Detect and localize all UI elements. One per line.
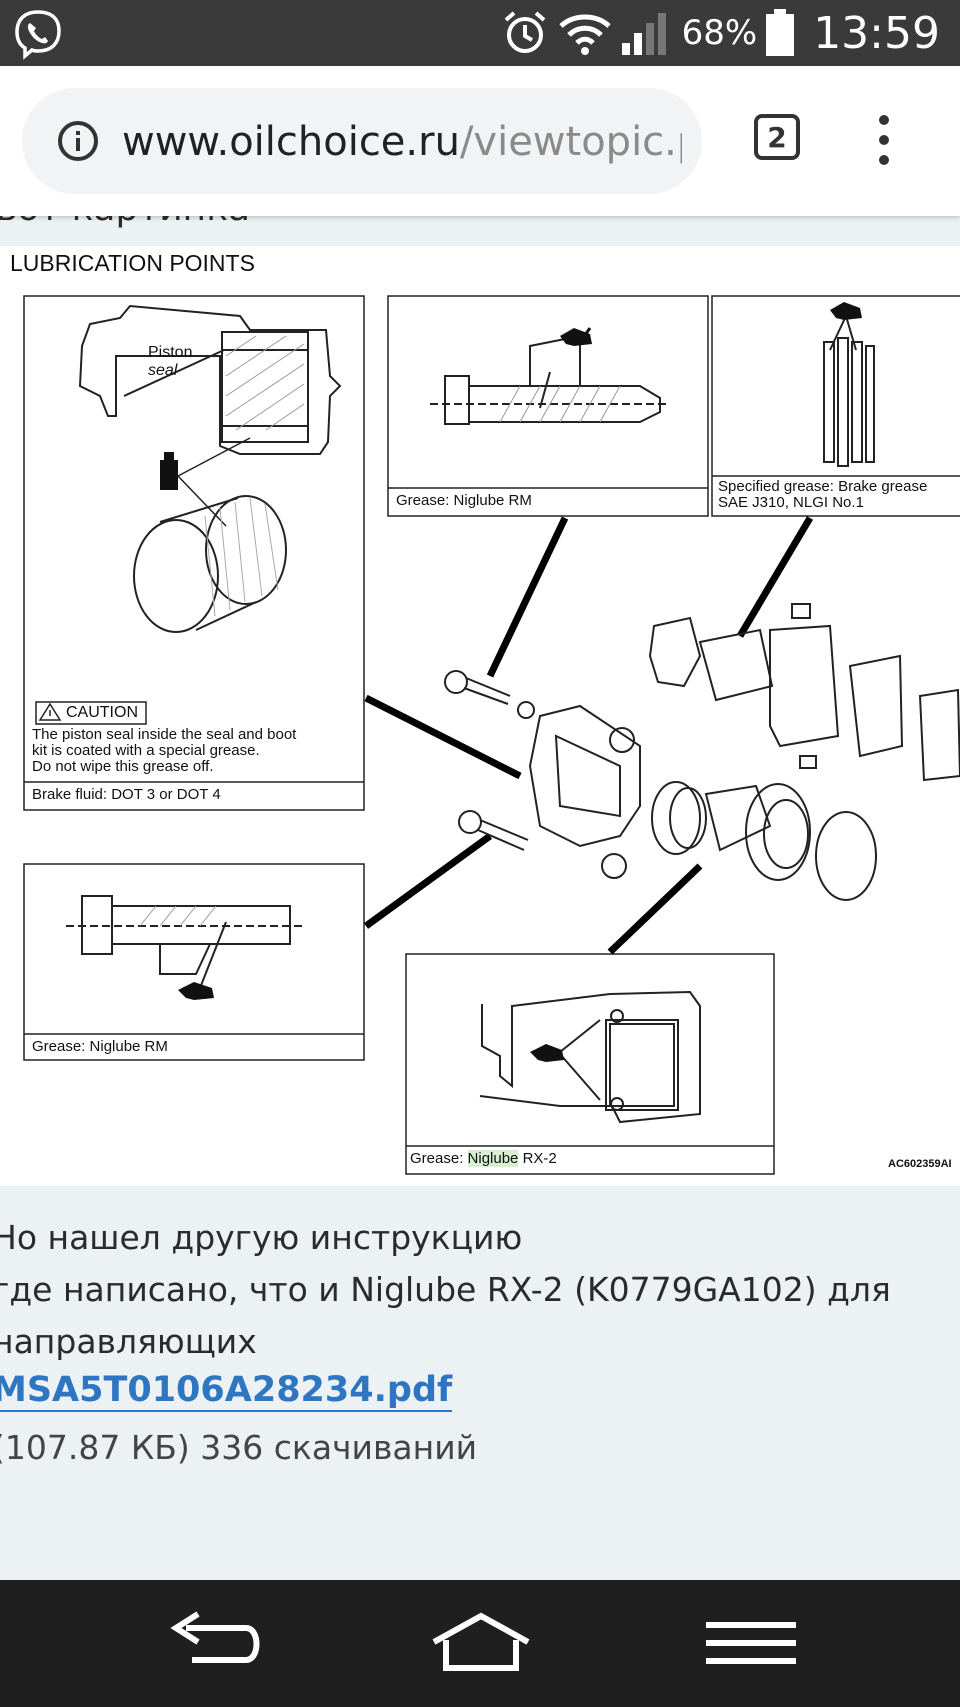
alarm-icon (504, 11, 545, 53)
diagram-drawing (23, 295, 960, 1175)
attachment-link[interactable]: MSA5T0106A28234.pdf (0, 1370, 453, 1412)
browser-toolbar: www.oilchoice.ru/viewtopic.p 2 (0, 66, 960, 216)
grease-rx-highlight: Niglube (467, 1150, 519, 1167)
info-icon[interactable] (56, 119, 100, 163)
recent-apps-icon[interactable] (696, 1608, 806, 1678)
more-menu-icon[interactable] (872, 110, 896, 170)
address-bar[interactable]: www.oilchoice.ru/viewtopic.p (22, 88, 702, 194)
post-line-2: где написано, что и Niglube RX-2 (K0779G… (0, 1270, 891, 1309)
brake-fluid-caption: Brake fluid: DOT 3 or DOT 4 (32, 786, 221, 803)
specified-grease-line1: Specified grease: Brake grease (718, 478, 928, 495)
navigation-bar (0, 1580, 960, 1707)
url-path: /viewtopic.p (459, 119, 682, 165)
battery-percent: 68% (681, 13, 758, 53)
lubrication-diagram-image[interactable]: LUBRICATION POINTS Piston seal CAUTION T… (0, 246, 960, 1186)
caution-text-line1: The piston seal inside the seal and boot (32, 726, 297, 743)
post-line-3: направляющих (0, 1322, 257, 1361)
wifi-icon (558, 14, 611, 55)
home-icon[interactable] (426, 1608, 536, 1678)
post-line-1: Но нашел другую инструкцию (0, 1218, 523, 1257)
signal-icon (621, 13, 666, 55)
grease-pin-bottom-caption: Grease: Niglube RM (32, 1038, 168, 1055)
specified-grease-line2: SAE J310, NLGI No.1 (718, 494, 864, 511)
url-host: www.oilchoice.ru (122, 119, 460, 165)
caution-text-line2: kit is coated with a special grease. (32, 742, 260, 759)
page-content: вот картинка (0, 216, 960, 1580)
diagram-title: LUBRICATION POINTS (10, 250, 255, 276)
piston-seal-label-line1: Piston (148, 344, 193, 361)
caution-heading: CAUTION (66, 704, 138, 721)
attachment-meta: (107.87 КБ) 336 скачиваний (0, 1428, 478, 1467)
caution-text-line3: Do not wipe this grease off. (32, 758, 214, 775)
grease-rx-prefix: Grease: (410, 1150, 468, 1167)
post-heading: вот картинка (0, 216, 250, 229)
url-text[interactable]: www.oilchoice.ru/viewtopic.p (122, 112, 682, 172)
status-bar: 68% 13:59 (0, 0, 960, 66)
viber-icon (15, 10, 61, 60)
grease-pin-top-caption: Grease: Niglube RM (396, 492, 532, 509)
grease-rx-suffix: RX-2 (518, 1150, 557, 1167)
tab-switcher-button[interactable]: 2 (754, 114, 800, 160)
piston-seal-label-line2: seal (148, 362, 178, 379)
clock: 13:59 (813, 7, 940, 59)
grease-rx-caption: Grease: Niglube RX-2 (410, 1150, 557, 1167)
battery-icon (766, 9, 795, 56)
back-icon[interactable] (156, 1608, 266, 1678)
figure-code: AC602359AI (888, 1158, 952, 1170)
